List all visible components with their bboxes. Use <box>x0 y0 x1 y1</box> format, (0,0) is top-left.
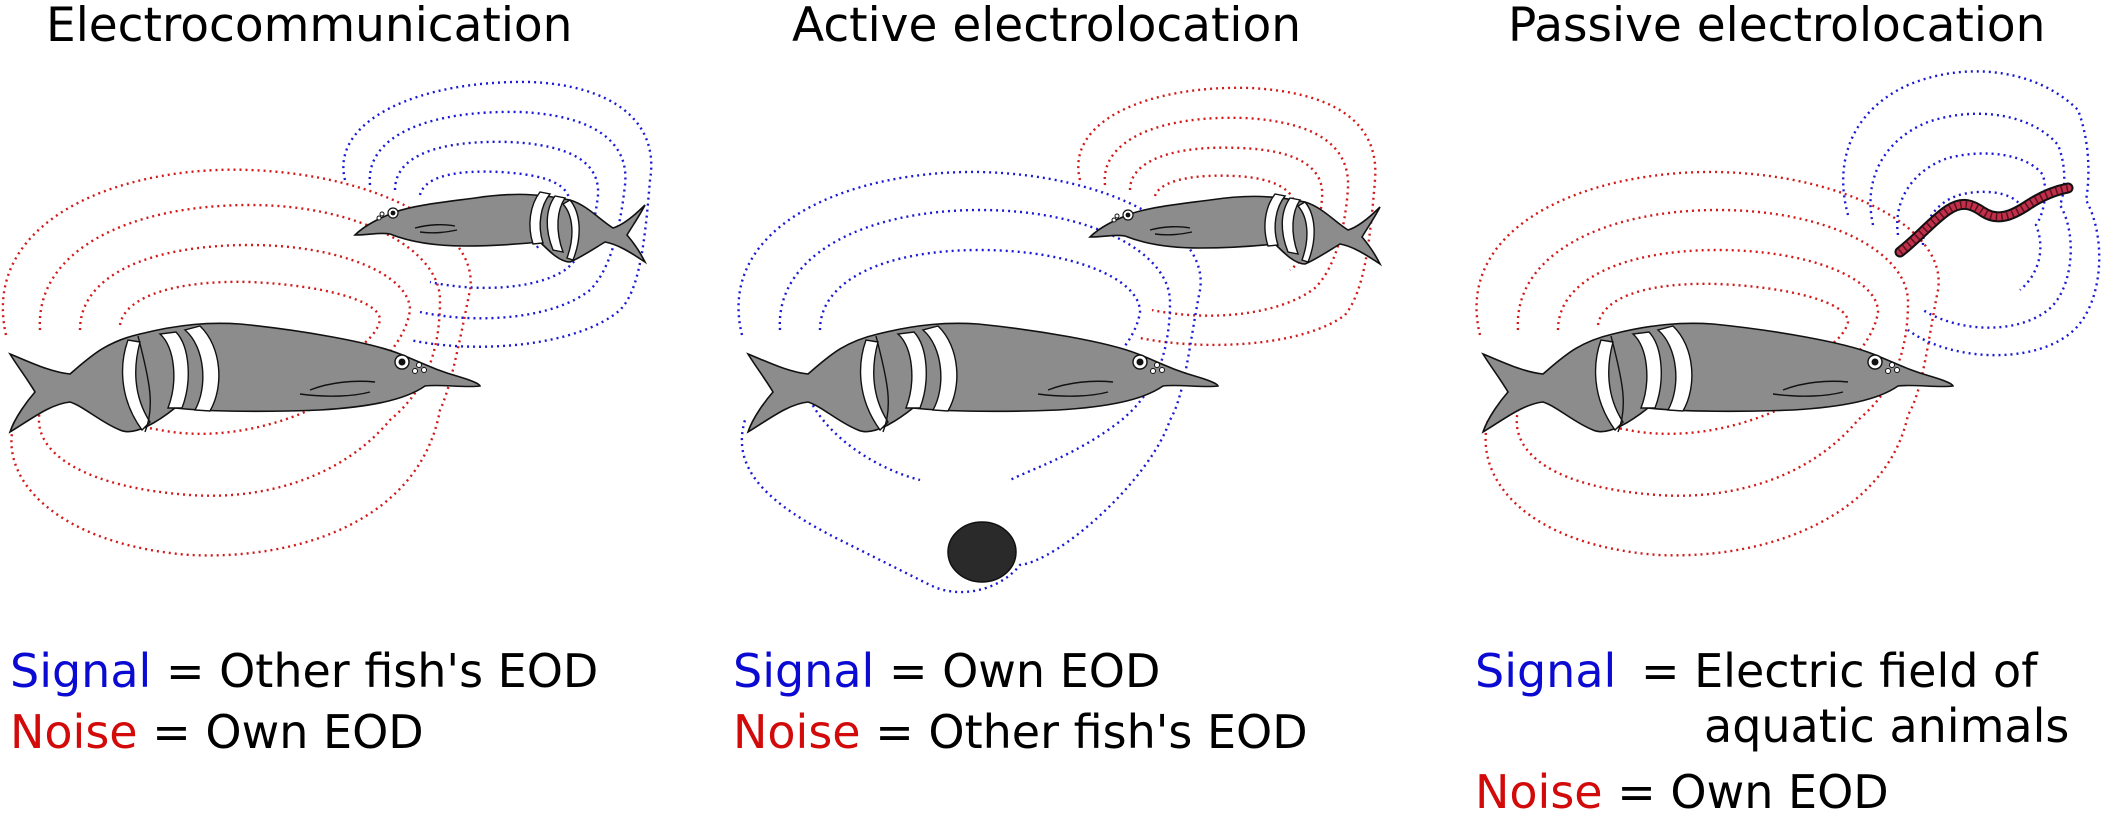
noise-label: Noise <box>1475 765 1603 819</box>
legend-signal: Signal = Own EOD <box>733 643 1160 699</box>
signal-field-lines <box>737 170 1202 594</box>
noise-text: = Own EOD <box>1617 765 1889 819</box>
signal-text-cont: aquatic animals <box>1704 699 2070 753</box>
signal-text: = Electric field of <box>1640 644 2038 698</box>
noise-label: Noise <box>733 705 861 759</box>
noise-field-lines <box>1077 86 1377 347</box>
signal-label: Signal <box>10 644 152 698</box>
own-fish-icon <box>1482 322 1954 433</box>
legend-noise: Noise = Own EOD <box>10 704 424 760</box>
signal-label: Signal <box>1475 644 1617 698</box>
legend-noise: Noise = Other fish's EOD <box>733 704 1308 760</box>
passive-electrolocation-diagram <box>1475 70 2101 557</box>
panel-title: Passive electrolocation <box>1508 0 2046 53</box>
panel-active-electrolocation: Active electrolocation Signal = Own EOD … <box>730 0 1430 818</box>
panel-title: Electrocommunication <box>46 0 573 53</box>
legend-signal: Signal = Electric field of <box>1475 643 2037 699</box>
own-fish-icon <box>9 322 481 433</box>
signal-field-lines <box>342 80 653 348</box>
signal-text: = Other fish's EOD <box>165 644 599 698</box>
noise-field-lines <box>1475 170 1940 557</box>
legend-signal-cont: aquatic animals <box>1704 698 2069 754</box>
signal-label: Signal <box>733 644 875 698</box>
electrocommunication-diagram <box>1 80 653 557</box>
panel-title: Active electrolocation <box>792 0 1302 53</box>
panel-electrocommunication: Electrocommunication Signal = Other fish… <box>0 0 700 818</box>
noise-field-lines <box>1 168 472 557</box>
legend-noise: Noise = Own EOD <box>1475 764 1889 820</box>
object-icon <box>947 521 1017 583</box>
noise-text: = Own EOD <box>152 705 424 759</box>
noise-label: Noise <box>10 705 138 759</box>
legend-signal: Signal = Other fish's EOD <box>10 643 598 699</box>
noise-text: = Other fish's EOD <box>875 705 1308 759</box>
signal-field-lines <box>1841 70 2101 357</box>
worm-icon <box>1894 182 2074 258</box>
panel-passive-electrolocation: Passive electrolocation Signal = Electri… <box>1468 0 2102 820</box>
signal-text: = Own EOD <box>888 644 1161 698</box>
active-electrolocation-diagram <box>737 86 1381 594</box>
